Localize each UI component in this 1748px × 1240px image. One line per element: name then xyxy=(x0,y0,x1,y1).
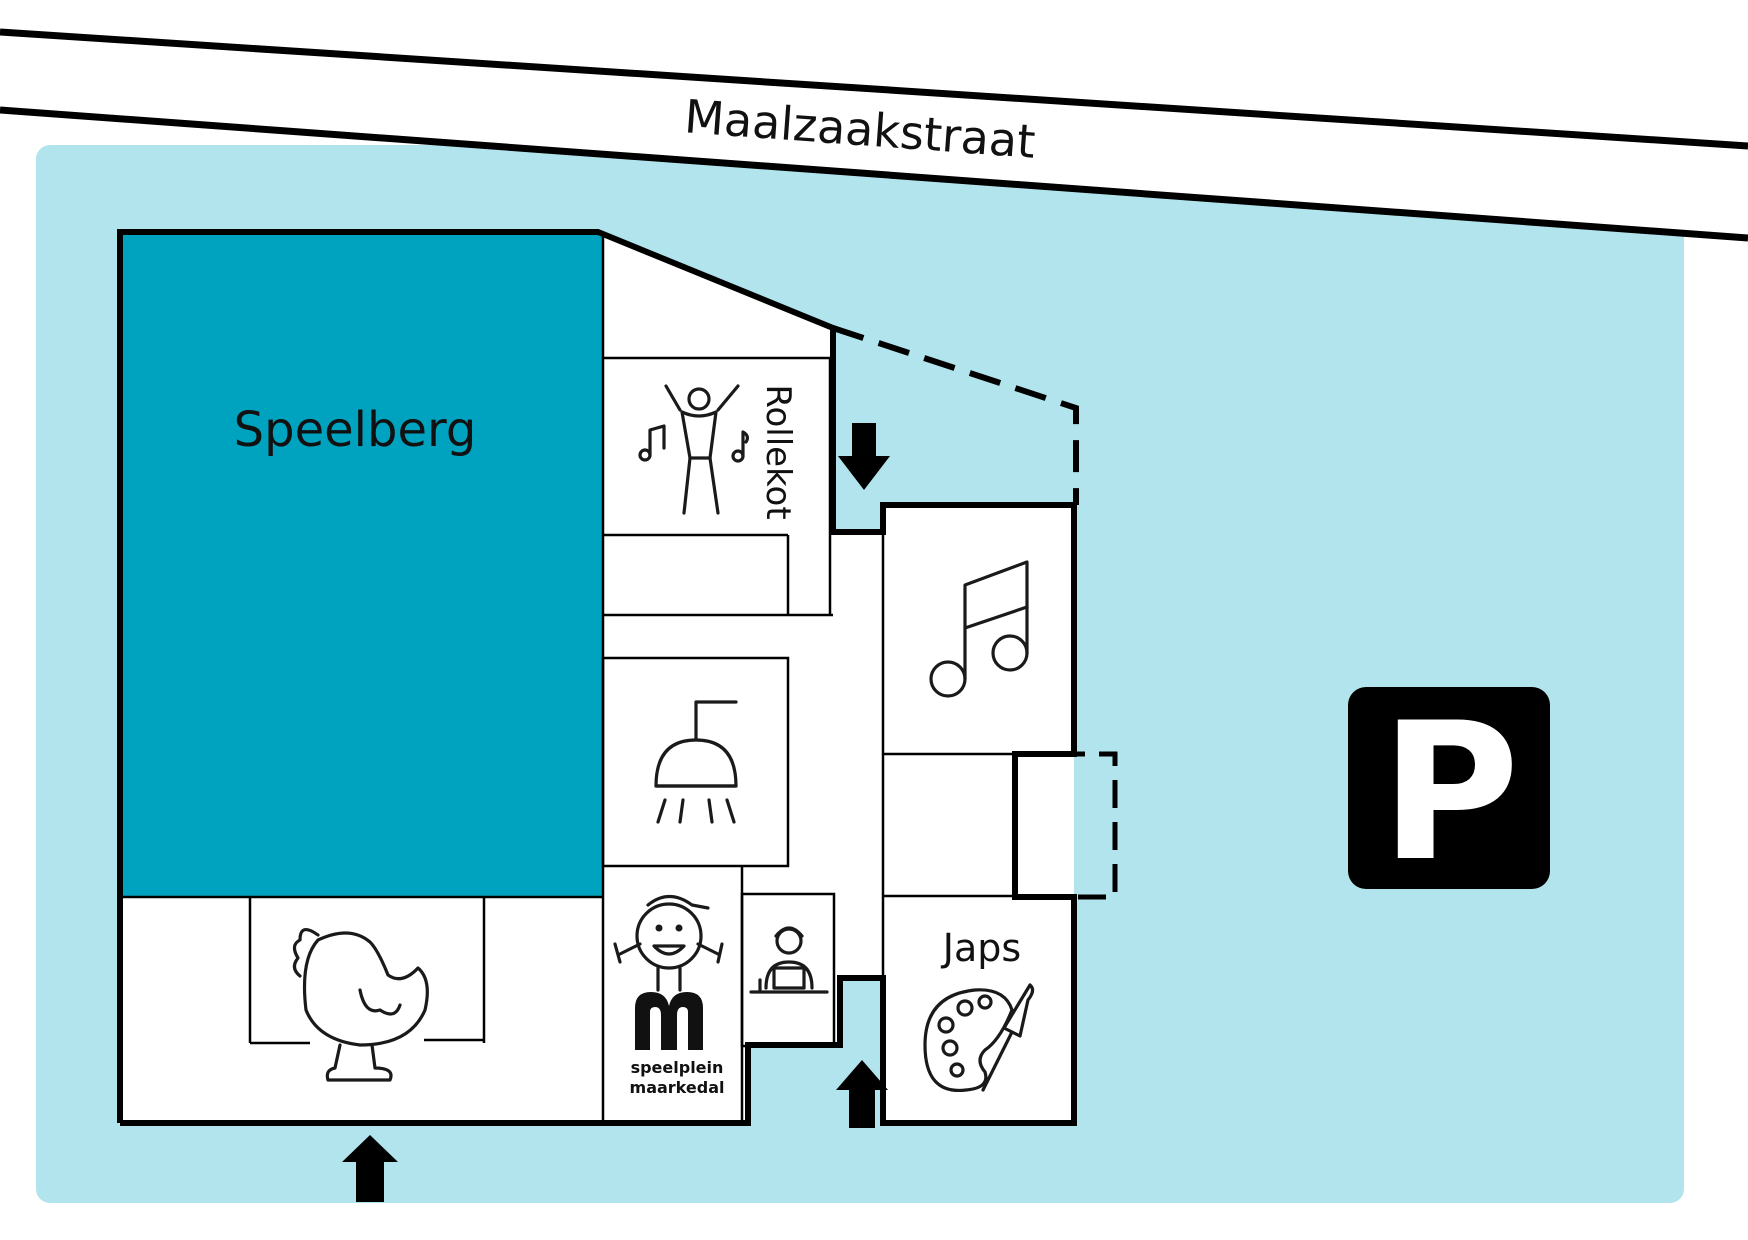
room-japs-label: Japs xyxy=(941,926,1021,970)
logo-line-1: speelplein xyxy=(631,1058,724,1077)
person-at-laptop-icon xyxy=(749,926,829,994)
parking-label: P xyxy=(1380,682,1519,903)
shower-icon xyxy=(654,700,738,824)
music-note-icon xyxy=(929,560,1029,698)
chicken-icon xyxy=(292,928,429,1082)
room-speelberg-label: Speelberg xyxy=(234,402,477,458)
logo-line-2: maarkedal xyxy=(630,1078,725,1097)
street-edge-bottom xyxy=(0,106,1748,242)
palette-icon xyxy=(923,983,1035,1093)
room-rollekot-label: Rollekot xyxy=(758,384,798,519)
dancing-person-icon xyxy=(638,384,750,515)
street-edge-top xyxy=(0,28,1748,150)
mascot-icon xyxy=(613,894,724,1050)
entrance-arrow-icon xyxy=(342,423,890,1202)
outer-walls xyxy=(117,229,1118,1126)
room-speelberg[interactable] xyxy=(120,232,603,897)
parking-sign: P xyxy=(1348,682,1550,903)
